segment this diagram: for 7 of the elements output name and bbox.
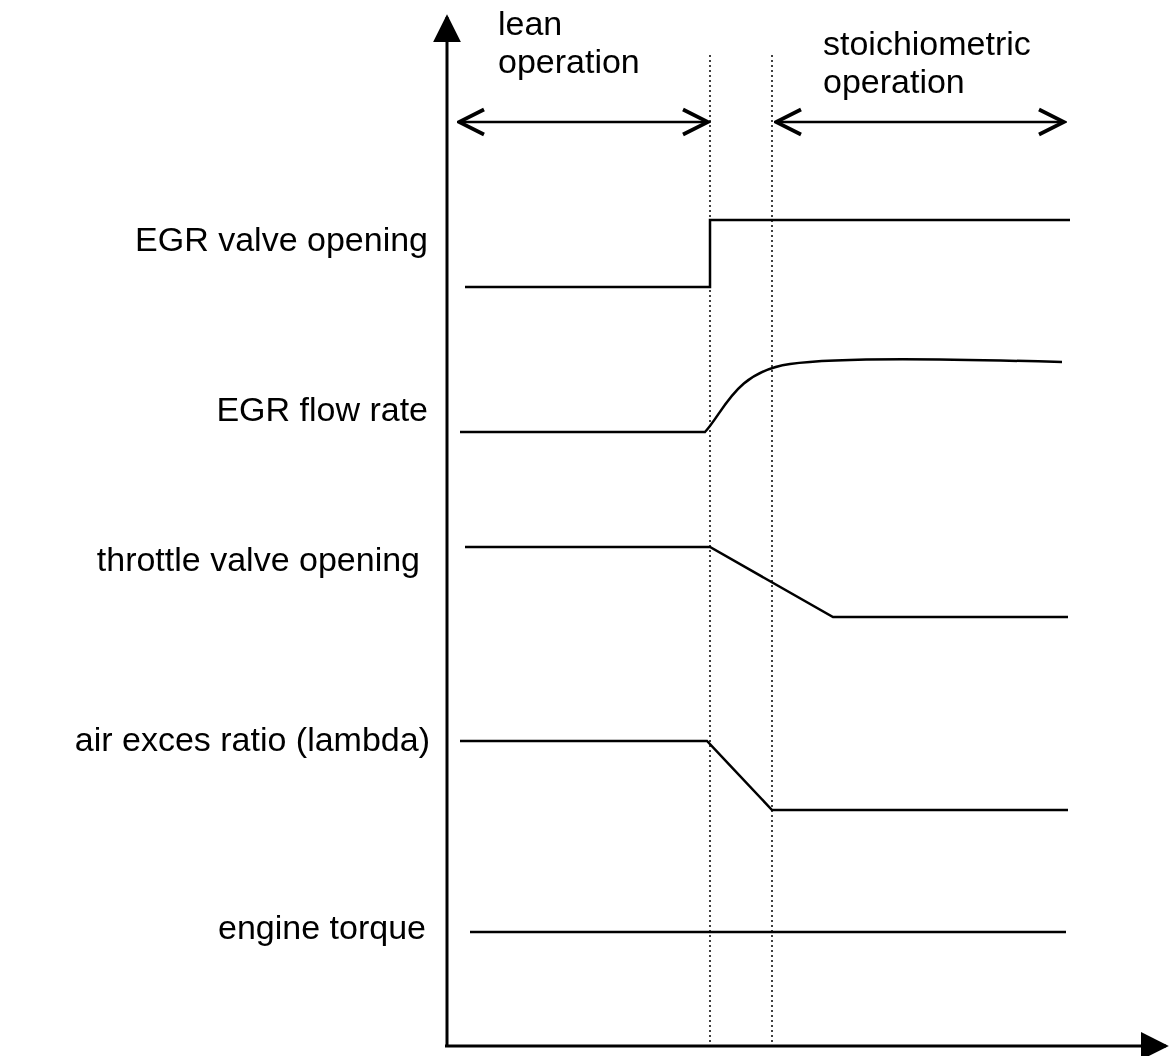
region-label: stoichiometric operation <box>823 24 1032 100</box>
signal-label: EGR valve opening <box>134 220 428 258</box>
signal-label: engine torque <box>217 908 426 946</box>
signal-label: throttle valve opening <box>95 540 420 578</box>
signal-label: air exces ratio (lambda) <box>73 720 430 758</box>
region-label: lean operation <box>498 4 641 80</box>
signal-label: EGR flow rate <box>215 390 428 428</box>
